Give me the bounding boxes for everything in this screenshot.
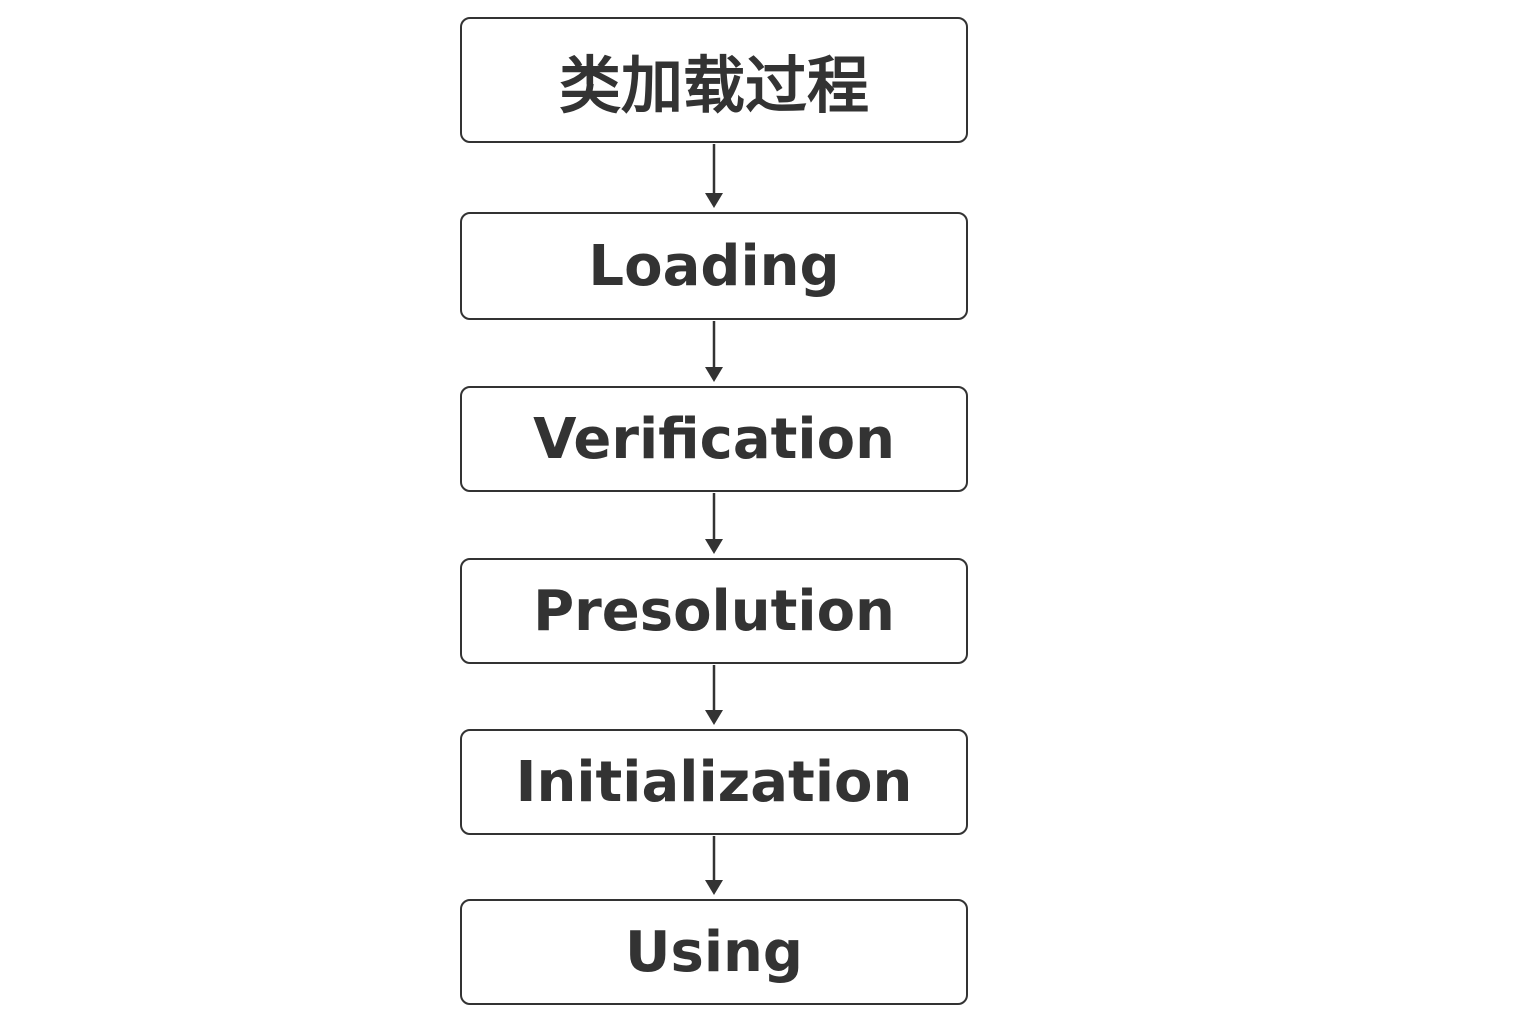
step-using-label: Using [625, 919, 803, 985]
step-initialization-label: Initialization [515, 749, 913, 815]
step-loading-box: Loading [460, 212, 968, 320]
arrow-step3-to-step4 [705, 665, 723, 725]
step-presolution-label: Presolution [533, 578, 895, 644]
arrow-step2-to-step3 [705, 493, 723, 554]
step-title-label: 类加载过程 [558, 49, 869, 122]
step-using-box: Using [460, 899, 968, 1005]
arrow-step1-to-step2 [705, 321, 723, 382]
arrow-step0-to-step1 [705, 144, 723, 208]
step-verification-box: Verification [460, 386, 968, 492]
step-verification-label: Verification [533, 406, 895, 472]
step-loading-label: Loading [588, 233, 840, 299]
arrow-step4-to-step5 [705, 836, 723, 895]
step-initialization-box: Initialization [460, 729, 968, 835]
step-presolution-box: Presolution [460, 558, 968, 664]
step-title-box: 类加载过程 [460, 17, 968, 143]
